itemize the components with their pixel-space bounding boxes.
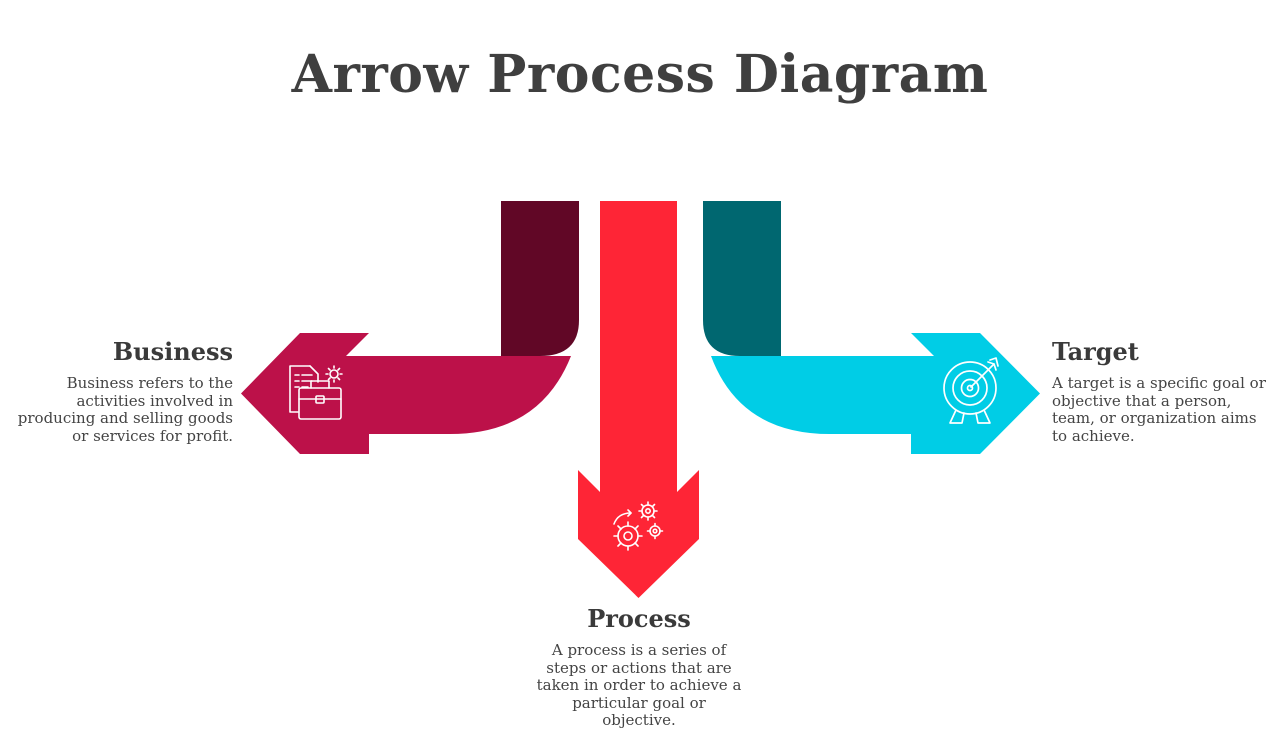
process-arrow-body [578,201,699,598]
business-description: Business refers to the activities involv… [17,374,233,445]
target-icon [943,357,999,424]
target-arrow-stem [703,201,781,356]
target-description: A target is a specific goal or objective… [1052,374,1266,445]
business-arrow-stem [501,201,579,356]
target-title: Target [1052,337,1139,366]
business-arrow-body [241,333,571,454]
business-title: Business [112,337,233,366]
target-arrow [703,201,1040,454]
process-title: Process [587,604,691,633]
process-description: A process is a series of steps or action… [536,641,742,729]
process-arrow [578,201,699,598]
gears-icon [613,501,664,551]
briefcase-document-icon [289,365,343,420]
business-arrow [241,201,579,454]
page-title: Arrow Process Diagram [291,44,989,105]
